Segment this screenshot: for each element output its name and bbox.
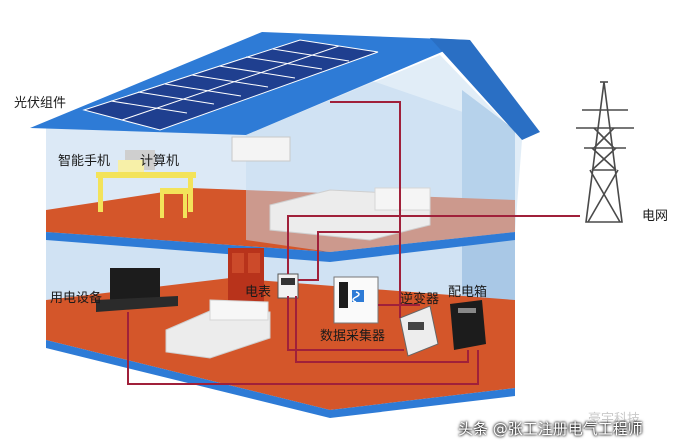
upper-floor-edge: [46, 232, 515, 262]
label-pv-modules: 光伏组件: [14, 96, 67, 111]
label-computer: 计算机: [140, 154, 180, 169]
inverter-device: [399, 305, 439, 357]
ground-floor-edge: [46, 340, 515, 418]
label-appliances: 用电设备: [50, 291, 103, 306]
watermark-text: 头条 @张工注册电气工程师: [458, 420, 643, 438]
meter-device: [277, 273, 299, 299]
pylon: [576, 81, 634, 223]
label-inverter: 逆变器: [400, 292, 440, 307]
label-data-collector: 数据采集器: [320, 329, 386, 344]
label-distribution-box: 配电箱: [448, 285, 488, 300]
label-meter: 电表: [245, 285, 272, 300]
distribution-box-device: [450, 300, 486, 350]
upper-window: [231, 136, 291, 162]
label-smartphone: 智能手机: [58, 154, 111, 169]
ground-floor: [46, 278, 515, 410]
wiring: [127, 101, 580, 385]
interior-door: [228, 248, 264, 310]
label-grid: 电网: [642, 209, 669, 224]
lower-sofa: [165, 299, 271, 359]
collector-device: [333, 276, 379, 324]
desk-set: [96, 150, 196, 218]
pv-grid: [110, 45, 350, 121]
tv-set: [96, 268, 178, 312]
roof-right: [430, 38, 540, 140]
watermark-background-text: 豪宇科技: [588, 412, 641, 427]
